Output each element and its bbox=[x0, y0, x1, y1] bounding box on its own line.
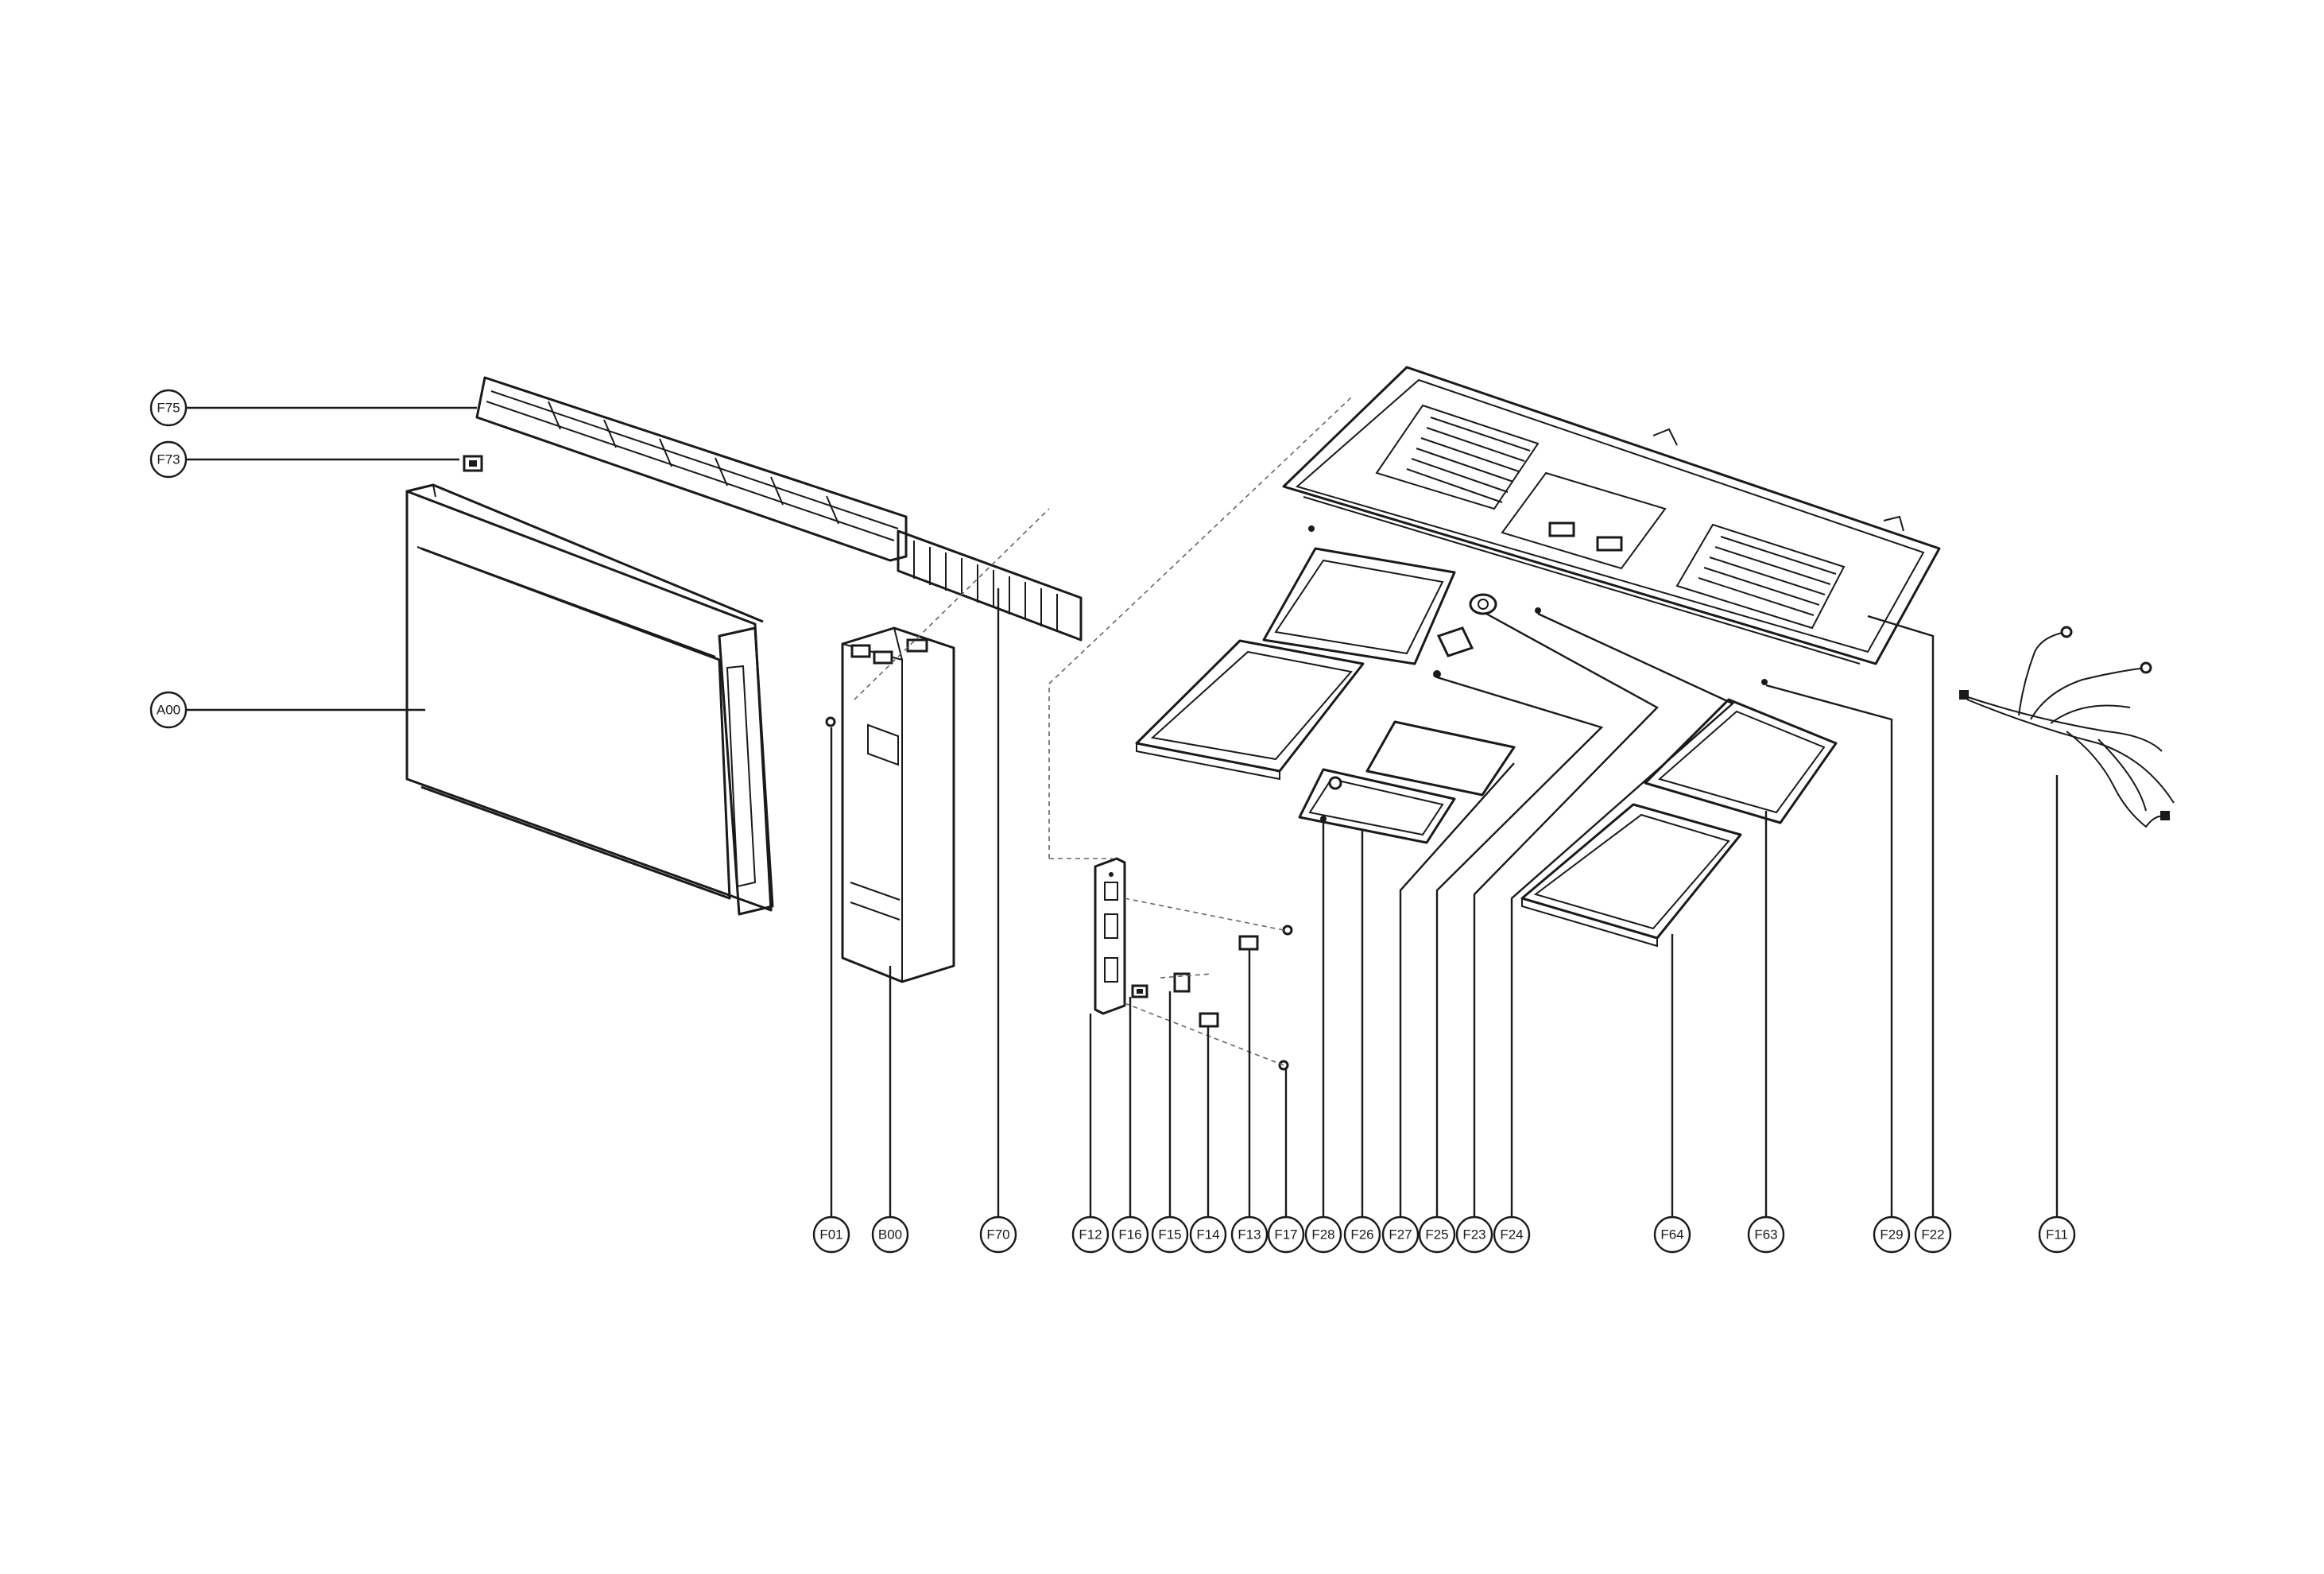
svg-text:B00: B00 bbox=[878, 1227, 902, 1243]
svg-text:F23: F23 bbox=[1462, 1227, 1485, 1243]
switch-f14 bbox=[1199, 1012, 1219, 1028]
svg-text:F17: F17 bbox=[1274, 1227, 1297, 1243]
callout-f64: F64 bbox=[1653, 1215, 1691, 1254]
door-assembly bbox=[405, 483, 774, 916]
callout-f29: F29 bbox=[1873, 1215, 1911, 1254]
callout-f17: F17 bbox=[1267, 1215, 1305, 1254]
screw-f01 bbox=[825, 716, 836, 727]
svg-text:F24: F24 bbox=[1500, 1227, 1523, 1243]
callout-f27: F27 bbox=[1381, 1215, 1420, 1254]
lamp-bulb bbox=[1436, 593, 1497, 657]
callout-f16: F16 bbox=[1111, 1215, 1149, 1254]
svg-text:F29: F29 bbox=[1880, 1227, 1903, 1243]
callout-f14: F14 bbox=[1189, 1215, 1227, 1254]
callout-f28: F28 bbox=[1304, 1215, 1342, 1254]
callout-f75: F75 bbox=[149, 389, 188, 427]
svg-text:A00: A00 bbox=[157, 703, 180, 718]
callout-f63: F63 bbox=[1747, 1215, 1785, 1254]
svg-text:F15: F15 bbox=[1158, 1227, 1181, 1243]
svg-text:F70: F70 bbox=[986, 1227, 1009, 1243]
callout-f13: F13 bbox=[1230, 1215, 1269, 1254]
svg-text:F16: F16 bbox=[1118, 1227, 1141, 1243]
svg-text:F13: F13 bbox=[1238, 1227, 1261, 1243]
svg-text:F64: F64 bbox=[1660, 1227, 1683, 1243]
callout-f22: F22 bbox=[1914, 1215, 1952, 1254]
svg-text:F28: F28 bbox=[1311, 1227, 1334, 1243]
callout-f73: F73 bbox=[149, 440, 188, 479]
callout-f25: F25 bbox=[1418, 1215, 1456, 1254]
control-panel bbox=[841, 626, 955, 983]
screw-f22-a bbox=[1535, 607, 1541, 614]
svg-text:F27: F27 bbox=[1389, 1227, 1412, 1243]
grease-filter-right bbox=[1644, 698, 1838, 824]
svg-text:F12: F12 bbox=[1079, 1227, 1102, 1243]
svg-text:F22: F22 bbox=[1921, 1227, 1944, 1243]
screw-f28 bbox=[1320, 816, 1327, 822]
svg-text:F14: F14 bbox=[1196, 1227, 1219, 1243]
callout-b00: B00 bbox=[871, 1215, 909, 1254]
clip-part bbox=[463, 455, 483, 472]
callout-f23: F23 bbox=[1455, 1215, 1493, 1254]
callout-f01: F01 bbox=[812, 1215, 850, 1254]
callout-f26: F26 bbox=[1343, 1215, 1381, 1254]
front-grille bbox=[897, 529, 1083, 642]
switch-f13 bbox=[1238, 935, 1259, 951]
svg-text:F11: F11 bbox=[2046, 1227, 2068, 1243]
svg-text:F73: F73 bbox=[157, 452, 180, 467]
callout-f70: F70 bbox=[979, 1215, 1017, 1254]
callout-f24: F24 bbox=[1493, 1215, 1531, 1254]
switch-f15 bbox=[1173, 972, 1191, 993]
light-cover-plate bbox=[1365, 720, 1516, 797]
lamp-holder-tray bbox=[1298, 768, 1456, 844]
svg-text:F01: F01 bbox=[819, 1227, 842, 1243]
screw-f25 bbox=[1433, 670, 1441, 678]
callout-f12: F12 bbox=[1071, 1215, 1110, 1254]
callout-f11: F11 bbox=[2038, 1215, 2076, 1254]
callout-f15: F15 bbox=[1151, 1215, 1189, 1254]
assembly-guides bbox=[854, 397, 1352, 1066]
svg-text:F63: F63 bbox=[1754, 1227, 1777, 1243]
top-trim-bar bbox=[475, 376, 908, 562]
leader-lines bbox=[186, 406, 2059, 1216]
filter-tray-right bbox=[1520, 803, 1742, 948]
svg-text:F26: F26 bbox=[1350, 1227, 1373, 1243]
filter-tray-left bbox=[1135, 639, 1365, 781]
switch-f16 bbox=[1131, 984, 1148, 998]
screw-f17-upper bbox=[1282, 925, 1293, 936]
grease-filter-left bbox=[1262, 547, 1456, 665]
svg-text:F75: F75 bbox=[157, 401, 180, 416]
wire-harness bbox=[1959, 626, 2175, 828]
svg-text:F25: F25 bbox=[1425, 1227, 1448, 1243]
latch-board bbox=[1094, 857, 1126, 1015]
bottom-plate bbox=[1282, 366, 1941, 685]
callout-a00: A00 bbox=[149, 691, 188, 729]
